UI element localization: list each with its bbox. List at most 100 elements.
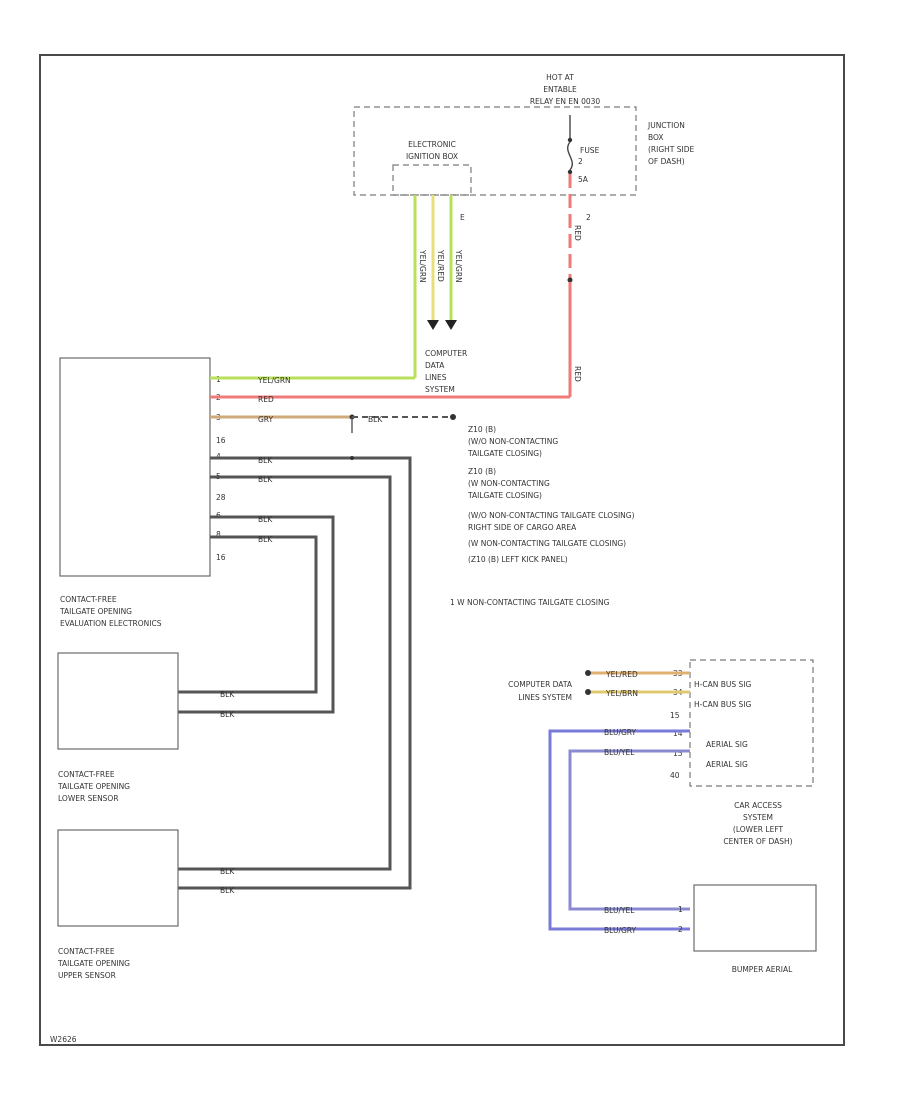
cdl-1: COMPUTER bbox=[425, 349, 467, 358]
wire-blu-inner bbox=[568, 749, 690, 911]
eval-pin-8: 8 bbox=[216, 530, 221, 539]
jb-connector-2: 2 bbox=[586, 213, 591, 222]
footnote: 1 W NON-CONTACTING TAILGATE CLOSING bbox=[450, 598, 610, 607]
lower-sensor-3: LOWER SENSOR bbox=[58, 794, 119, 803]
fuse-symbol bbox=[567, 141, 573, 171]
label-blk-2: BLK bbox=[258, 475, 273, 484]
cas-label-2: SYSTEM bbox=[743, 813, 773, 822]
label-blk-upper-b: BLK bbox=[220, 886, 235, 895]
bumper-aerial-label: BUMPER AERIAL bbox=[732, 965, 793, 974]
label-red-bottom: RED bbox=[573, 366, 582, 382]
label-can-a: YEL/RED bbox=[605, 670, 638, 679]
fuse-label: FUSE bbox=[580, 146, 600, 155]
eval-conn-b: 28 bbox=[216, 493, 226, 502]
red-splice bbox=[567, 277, 573, 283]
label-blu-b: BLU/YEL bbox=[604, 748, 635, 757]
cas-pin-3: AERIAL SIG bbox=[706, 740, 748, 749]
frame-code: W2626 bbox=[50, 1035, 77, 1044]
bumper-aerial-box bbox=[693, 884, 817, 952]
wire-blk-1 bbox=[178, 456, 412, 890]
jb-location-4: OF DASH) bbox=[648, 157, 685, 166]
eib-title-1: ELECTRONIC bbox=[408, 140, 456, 149]
label-blk-lower-a: BLK bbox=[220, 690, 235, 699]
jb-location-3: (RIGHT SIDE bbox=[648, 145, 695, 154]
cas-label-1: CAR ACCESS bbox=[734, 801, 782, 810]
can-end-a bbox=[585, 670, 591, 676]
label-blu-a: BLU/GRY bbox=[604, 728, 637, 737]
bumper-pin-2: 2 bbox=[678, 925, 683, 934]
hot-when-label: ENTABLE bbox=[543, 85, 577, 94]
eval-conn-a: 16 bbox=[216, 436, 226, 445]
eib-title-2: IGNITION BOX bbox=[406, 152, 458, 161]
ground-note-3: TAILGATE CLOSING) bbox=[467, 449, 542, 458]
label-yel-grn-main: YEL/GRN bbox=[257, 376, 291, 385]
cdl-2: DATA bbox=[425, 361, 445, 370]
label-blu-d: BLU/GRY bbox=[604, 926, 637, 935]
ground-note-2: (W/O NON-CONTACTING bbox=[468, 437, 558, 446]
label-red-top: RED bbox=[573, 225, 582, 241]
cdl-2-line-1: COMPUTER DATA bbox=[508, 680, 573, 689]
label-yel-grn-c: YEL/GRN bbox=[454, 249, 463, 283]
fuse-rating: 5A bbox=[578, 175, 589, 184]
cas-label-4: CENTER OF DASH) bbox=[723, 837, 792, 846]
cas-pin-4: AERIAL SIG bbox=[706, 760, 748, 769]
label-blk-main: BLK bbox=[368, 415, 383, 424]
cas-conn-b: 40 bbox=[670, 771, 680, 780]
fuse-node-top bbox=[567, 137, 573, 143]
ground-note-7: (W/O NON-CONTACTING TAILGATE CLOSING) bbox=[468, 511, 635, 520]
upper-sensor-1: CONTACT-FREE bbox=[58, 947, 115, 956]
lower-sensor-2: TAILGATE OPENING bbox=[57, 782, 130, 791]
upper-sensor-2: TAILGATE OPENING bbox=[57, 959, 130, 968]
cas-pin-num-4: 15 bbox=[673, 749, 683, 758]
label-blk-4: BLK bbox=[258, 535, 273, 544]
label-yel-grn-a: YEL/GRN bbox=[418, 249, 427, 283]
eval-label-1: CONTACT-FREE bbox=[60, 595, 117, 604]
jb-location-1: JUNCTION bbox=[647, 121, 685, 130]
hot-relay-label: RELAY EN EN 0030 bbox=[530, 97, 601, 106]
can-end-b bbox=[585, 689, 591, 695]
lower-sensor-box bbox=[57, 652, 179, 750]
cas-pin-1: H-CAN BUS SIG bbox=[694, 680, 751, 689]
cas-label-3: (LOWER LEFT bbox=[733, 825, 784, 834]
arrow-cdl-1 bbox=[427, 320, 439, 330]
upper-sensor-3: UPPER SENSOR bbox=[58, 971, 116, 980]
lower-sensor-1: CONTACT-FREE bbox=[58, 770, 115, 779]
label-blk-lower-b: BLK bbox=[220, 710, 235, 719]
evaluation-electronics-box bbox=[59, 357, 211, 577]
electronic-ignition-box bbox=[392, 164, 472, 196]
ground-note-8: RIGHT SIDE OF CARGO AREA bbox=[468, 523, 577, 532]
label-blu-c: BLU/YEL bbox=[604, 906, 635, 915]
cdl-3: LINES bbox=[425, 373, 447, 382]
arrow-cdl-2 bbox=[445, 320, 457, 330]
wire-blk-4 bbox=[178, 535, 318, 694]
eval-label-2: TAILGATE OPENING bbox=[59, 607, 132, 616]
ground-note-6: TAILGATE CLOSING) bbox=[467, 491, 542, 500]
ground-note-10: (Z10 (B) LEFT KICK PANEL) bbox=[468, 555, 568, 564]
label-can-b: YEL/BRN bbox=[605, 689, 638, 698]
cdl-2-line-2: LINES SYSTEM bbox=[518, 693, 572, 702]
diagram-frame bbox=[39, 54, 845, 1046]
wire-blk-3 bbox=[178, 515, 335, 714]
jb-connector-e: E bbox=[460, 213, 465, 222]
wire-blu-outer bbox=[548, 729, 690, 931]
ground-note-9: (W NON-CONTACTING TAILGATE CLOSING) bbox=[468, 539, 626, 548]
label-gry-main: GRY bbox=[258, 415, 274, 424]
fuse-number: 2 bbox=[578, 157, 583, 166]
hot-at-label: HOT AT bbox=[546, 73, 574, 82]
label-blk-upper-a: BLK bbox=[220, 867, 235, 876]
car-access-box bbox=[689, 659, 814, 787]
jb-location-2: BOX bbox=[648, 133, 664, 142]
bumper-pin-1: 1 bbox=[678, 905, 683, 914]
cdl-4: SYSTEM bbox=[425, 385, 455, 394]
eval-conn-c: 16 bbox=[216, 553, 226, 562]
junction-box bbox=[353, 106, 637, 196]
cas-conn-a: 15 bbox=[670, 711, 680, 720]
label-blk-1: BLK bbox=[258, 456, 273, 465]
ground-note-4: Z10 (B) bbox=[468, 467, 496, 476]
cas-pin-2: H-CAN BUS SIG bbox=[694, 700, 751, 709]
label-yel-red-b: YEL/RED bbox=[436, 249, 445, 282]
ground-note-5: (W NON-CONTACTING bbox=[468, 479, 550, 488]
label-red-main: RED bbox=[258, 395, 274, 404]
ground-note-1: Z10 (B) bbox=[468, 425, 496, 434]
